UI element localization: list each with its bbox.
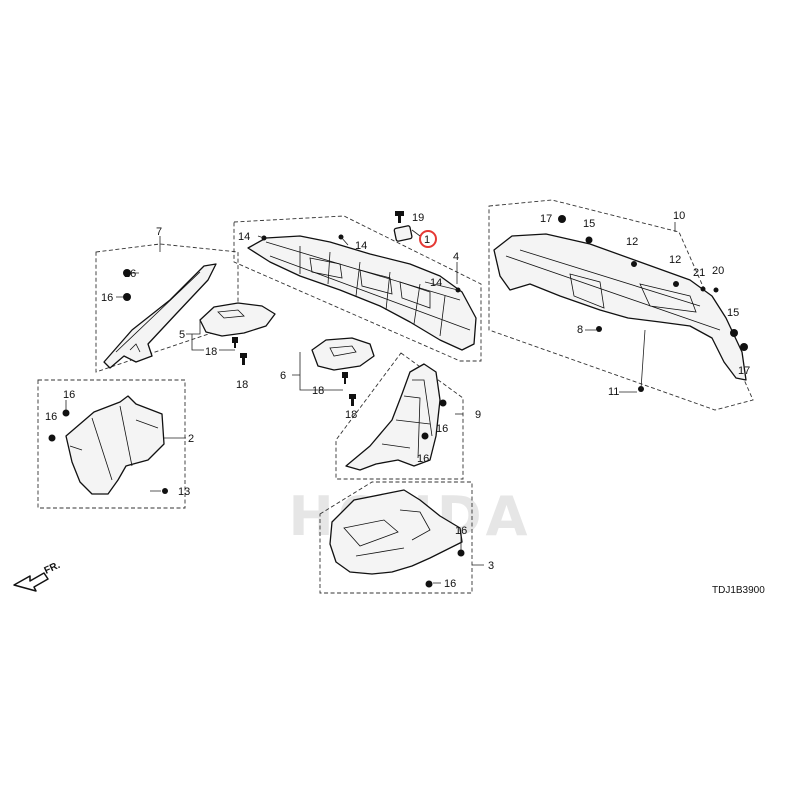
label-9: 9 [475,409,481,421]
label-18: 18 [236,379,248,391]
label-2: 2 [188,433,194,445]
group-box-3 [319,481,473,594]
label-16: 16 [444,578,456,590]
part-2-lower-trim[interactable] [65,395,165,495]
fastener-10-icon [558,215,748,392]
label-6: 6 [280,370,286,382]
label-3: 3 [488,560,494,572]
label-11: 11 [608,386,619,398]
highlight-ring [419,230,437,248]
label-16: 16 [101,292,113,304]
label-16: 16 [417,453,429,465]
group-box-9 [335,352,464,480]
label-4: 4 [453,251,459,263]
label-17: 17 [738,365,750,377]
screw-19-icon [395,211,404,223]
label-13: 13 [178,486,190,498]
part-6-sun-visor[interactable] [311,337,375,384]
leader-lines [65,222,676,584]
label-17: 17 [540,213,552,225]
label-14: 14 [430,277,442,289]
fastener-16c-icon [421,399,447,440]
part-5-sun-visor[interactable] [199,302,276,348]
label-5: 5 [179,329,185,341]
label-15: 15 [727,307,739,319]
part-3-side-lining[interactable] [329,489,463,575]
fastener-13-icon [162,488,168,494]
part-4-upper-trim[interactable] [247,235,477,351]
front-direction-arrow: FR. [13,560,62,592]
fastener-16d-icon [425,549,465,588]
label-16: 16 [63,389,75,401]
label-18: 18 [345,409,357,421]
group-box-7 [95,243,239,373]
group-box-4 [233,215,482,362]
label-14: 14 [355,240,367,252]
label-8: 8 [577,324,583,336]
label-16: 16 [45,411,57,423]
fastener-16b-icon [48,409,70,442]
part-7-pillar-garnish[interactable] [103,263,217,369]
label-12: 12 [669,254,681,266]
label-7: 7 [156,226,162,238]
diagram-code: TDJ1B3900 [712,585,765,596]
group-box-2 [37,379,186,509]
label-1: 1 [424,234,430,246]
label-10: 10 [673,210,685,222]
label-21: 21 [693,267,705,279]
label-20: 20 [712,265,724,277]
svg-text:FR.: FR. [43,560,62,577]
label-19: 19 [412,212,424,224]
group-box-10 [488,199,754,411]
part-10-tailgate-trim[interactable] [493,233,747,381]
screw-18-icon [240,353,247,365]
label-18: 18 [205,346,217,358]
part-9-pillar-trim[interactable] [345,363,441,471]
label-14: 14 [238,231,250,243]
screw-18b-icon [349,394,356,406]
label-16: 16 [436,423,448,435]
label-18: 18 [312,385,324,397]
label-15: 15 [583,218,595,230]
callout-labels: 19 1 14 14 14 4 7 16 16 5 18 18 6 18 18 … [45,210,750,590]
fastener-16-icon [123,269,131,301]
part-1-clip[interactable] [393,225,413,242]
label-16: 16 [455,525,467,537]
label-16: 16 [124,268,136,280]
label-12: 12 [626,236,638,248]
